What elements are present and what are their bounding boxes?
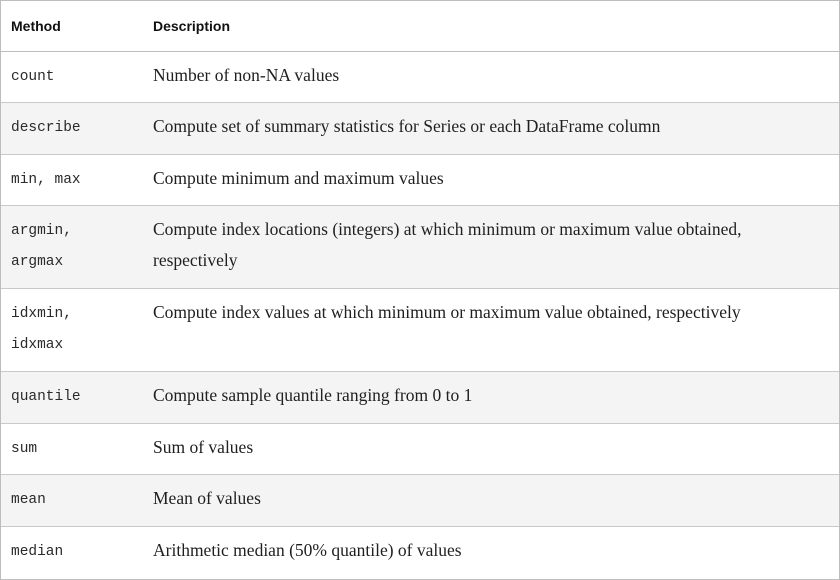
- method-name: count: [11, 68, 55, 85]
- description-cell: Number of non-NA values: [142, 51, 839, 103]
- method-cell: count: [1, 51, 142, 103]
- description-text: Mean of values: [153, 488, 261, 508]
- method-cell: median: [1, 526, 142, 578]
- method-name: quantile: [11, 389, 81, 405]
- description-text: Compute index locations (integers) at wh…: [153, 219, 742, 270]
- method-name: min, max: [11, 171, 81, 188]
- description-text: Sum of values: [153, 436, 254, 457]
- table-row: describe Compute set of summary statisti…: [1, 102, 839, 155]
- description-cell: Compute sample quantile ranging from 0 t…: [142, 371, 839, 424]
- method-cell: sum: [1, 423, 142, 475]
- description-text: Number of non-NA values: [153, 64, 340, 85]
- table-row: median Arithmetic median (50% quantile) …: [1, 526, 839, 578]
- description-cell: Compute index locations (integers) at wh…: [142, 205, 839, 289]
- table-row: count Number of non-NA values: [1, 51, 839, 103]
- description-cell: Compute set of summary statistics for Se…: [142, 102, 839, 155]
- header-method: Method: [1, 1, 142, 52]
- method-name: idxmin,: [11, 306, 72, 322]
- method-name: argmin,: [11, 223, 72, 239]
- method-name: idxmax: [11, 337, 64, 353]
- method-cell: argmin, argmax: [1, 205, 142, 289]
- method-name: sum: [11, 440, 38, 457]
- description-text: Compute set of summary statistics for Se…: [153, 116, 661, 136]
- description-cell: Mean of values: [142, 474, 839, 527]
- method-cell: mean: [1, 474, 142, 527]
- description-text: Arithmetic median (50% quantile) of valu…: [153, 539, 462, 560]
- table-row: quantile Compute sample quantile ranging…: [1, 371, 839, 424]
- method-cell: quantile: [1, 371, 142, 424]
- table-row: min, max Compute minimum and maximum val…: [1, 154, 839, 206]
- description-text: Compute sample quantile ranging from 0 t…: [153, 385, 473, 405]
- description-text: Compute index values at which minimum or…: [153, 302, 741, 322]
- method-name: mean: [11, 492, 46, 508]
- description-cell: Compute minimum and maximum values: [142, 154, 839, 206]
- table-row: argmin, argmax Compute index locations (…: [1, 205, 839, 289]
- table-row: mean Mean of values: [1, 474, 839, 527]
- description-cell: Compute index values at which minimum or…: [142, 288, 839, 372]
- method-cell: idxmin, idxmax: [1, 288, 142, 372]
- header-description: Description: [142, 1, 839, 52]
- table-row: sum Sum of values: [1, 423, 839, 475]
- table-header-row: Method Description: [1, 1, 839, 52]
- description-cell: Arithmetic median (50% quantile) of valu…: [142, 526, 839, 578]
- method-name: argmax: [11, 254, 64, 270]
- description-text: Compute minimum and maximum values: [153, 167, 444, 188]
- method-name: median: [11, 543, 64, 560]
- description-cell: Sum of values: [142, 423, 839, 475]
- method-cell: describe: [1, 102, 142, 155]
- method-cell: min, max: [1, 154, 142, 206]
- method-name: describe: [11, 120, 81, 136]
- table-row: idxmin, idxmax Compute index values at w…: [1, 288, 839, 372]
